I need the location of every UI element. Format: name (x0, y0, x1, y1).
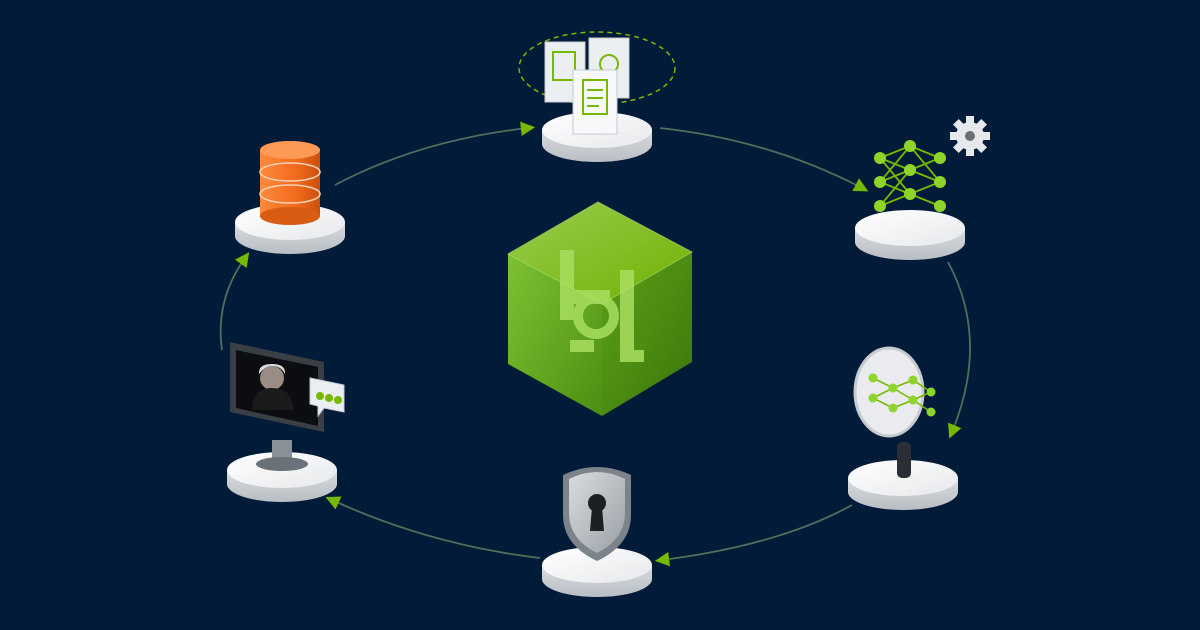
digital-avatar-monitor-icon (230, 342, 344, 471)
node-avatar (227, 342, 344, 502)
pedestal (855, 210, 965, 260)
node-database (235, 141, 345, 254)
connector-inspection-to-security (662, 505, 852, 560)
connector-security-to-avatar (332, 500, 540, 558)
node-documents (519, 32, 675, 162)
center-node (508, 202, 692, 416)
connector-documents-to-network (660, 128, 862, 188)
shield-keyhole-icon (563, 467, 631, 561)
node-neural-network (855, 116, 990, 260)
gear-icon (950, 116, 990, 156)
connector-network-to-inspection (948, 262, 970, 432)
connector-avatar-to-database (221, 258, 245, 350)
nvidia-nim-cube-icon (508, 202, 692, 416)
document-processing-icon (519, 32, 675, 134)
neural-network-gear-icon (874, 116, 990, 212)
node-security (542, 467, 652, 597)
connector-database-to-documents (335, 128, 528, 185)
magnifier-network-icon (855, 348, 936, 478)
database-icon (260, 141, 320, 225)
node-inspection (848, 348, 958, 510)
